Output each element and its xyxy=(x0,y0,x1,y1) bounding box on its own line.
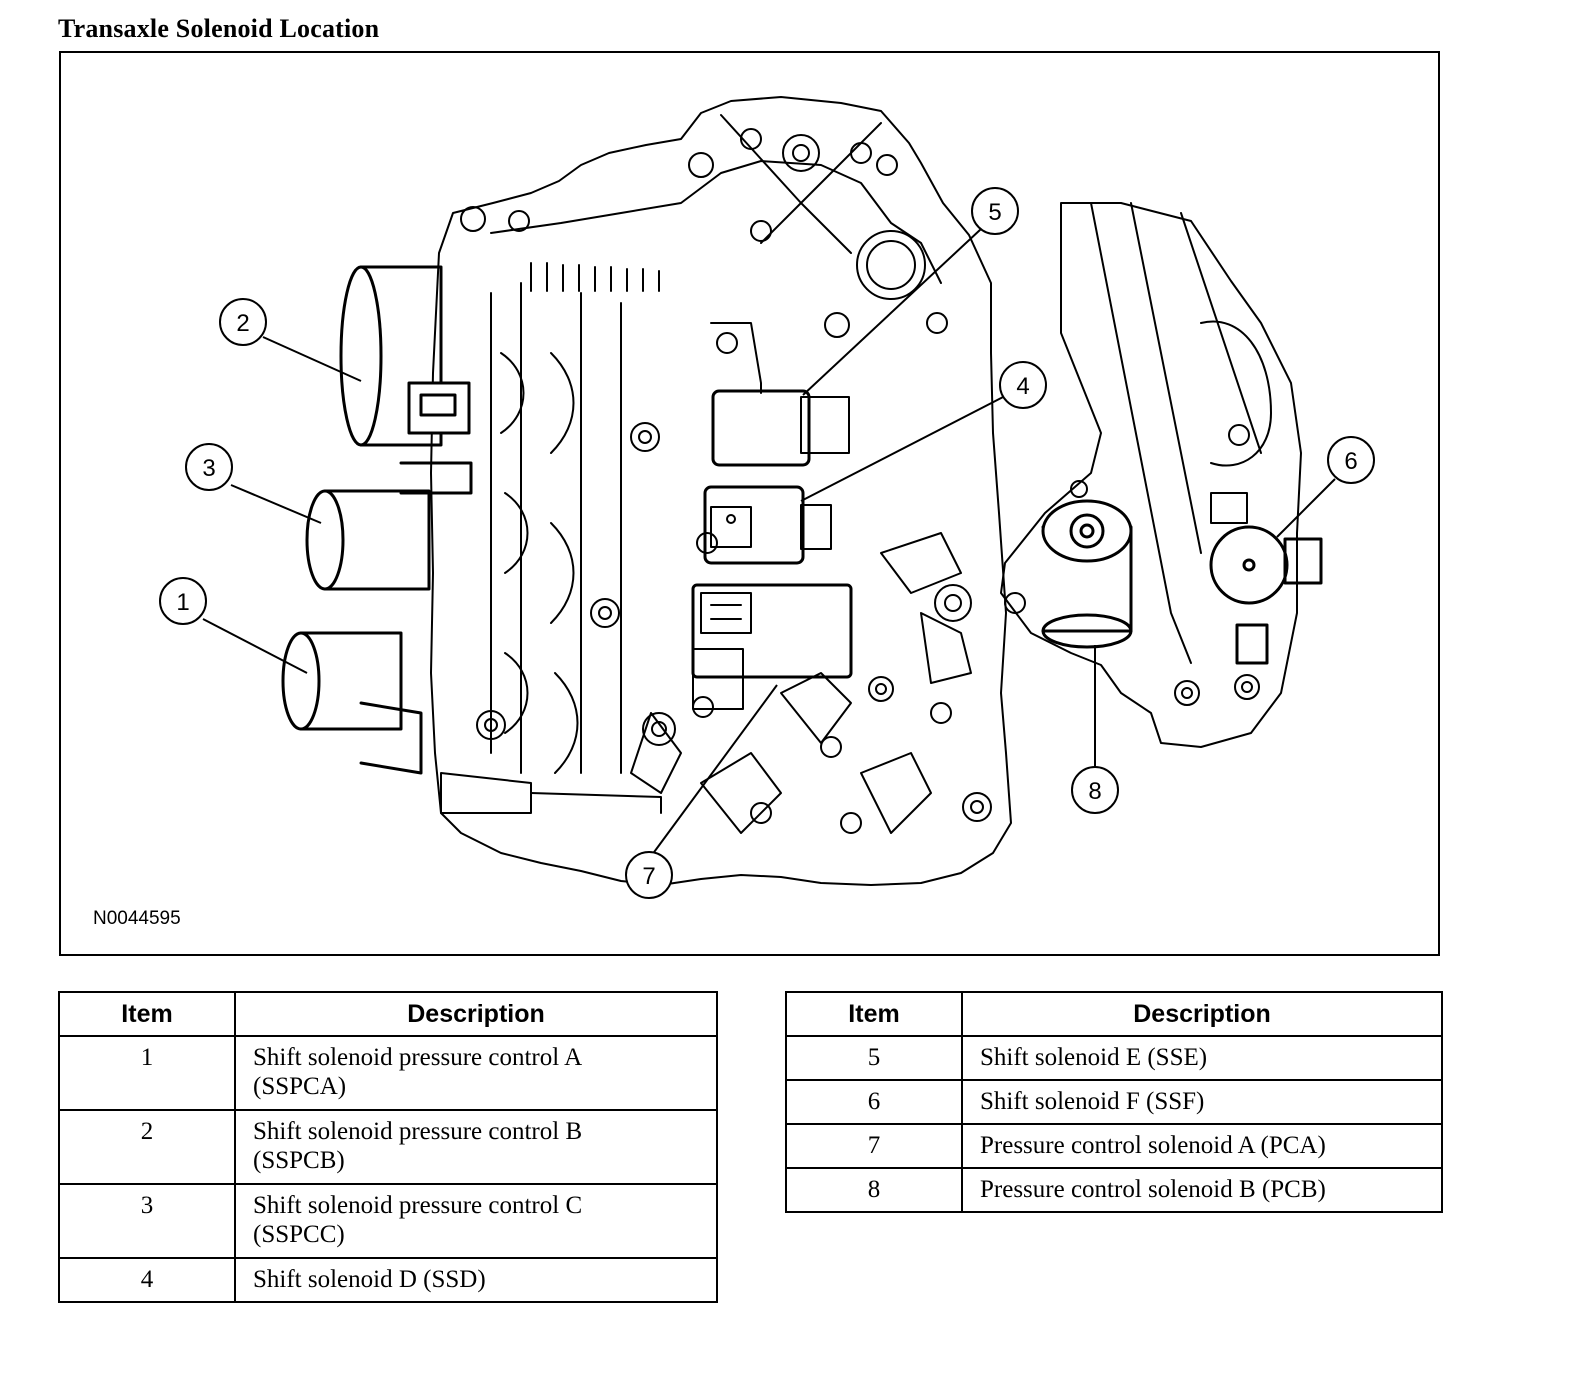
item-description: Shift solenoid E (SSE) xyxy=(961,1035,1443,1081)
solenoid-pca xyxy=(691,583,853,718)
callout-6: 6 xyxy=(1327,436,1375,484)
transaxle-valve-body-illustration: 2 3 1 5 4 6 7 xyxy=(159,96,1375,899)
callout-5: 5 xyxy=(971,187,1019,235)
item-description: Shift solenoid pressure control B (SSPCB… xyxy=(234,1109,718,1185)
svg-text:5: 5 xyxy=(988,199,1001,226)
leader-line-2 xyxy=(262,336,362,382)
callout-2: 2 xyxy=(219,298,267,346)
item-description: Shift solenoid F (SSF) xyxy=(961,1079,1443,1125)
page-title: Transaxle Solenoid Location xyxy=(58,14,380,43)
table-row: 8 Pressure control solenoid B (PCB) xyxy=(785,1167,1443,1213)
solenoid-sspcc xyxy=(305,461,473,591)
right-side-assembly xyxy=(1000,202,1302,748)
figure-id: N0044595 xyxy=(93,908,181,929)
solenoid-ssd xyxy=(696,485,832,565)
description-header: Description xyxy=(234,991,718,1037)
item-header: Item xyxy=(58,991,236,1037)
leader-line-4 xyxy=(800,394,1008,502)
table-row: 7 Pressure control solenoid A (PCA) xyxy=(785,1123,1443,1169)
table-header-row: Item Description xyxy=(58,991,718,1037)
callout-7: 7 xyxy=(625,851,673,899)
item-number: 8 xyxy=(785,1167,963,1213)
item-header: Item xyxy=(785,991,963,1037)
solenoid-pcb xyxy=(1041,499,1133,649)
item-number: 2 xyxy=(58,1109,236,1185)
description-line: (SSPCA) xyxy=(253,1073,347,1100)
leader-line-6 xyxy=(1276,478,1336,538)
callout-8: 8 xyxy=(1071,766,1119,814)
item-description: Shift solenoid D (SSD) xyxy=(234,1257,718,1303)
callout-3: 3 xyxy=(185,443,233,491)
table-row: 4 Shift solenoid D (SSD) xyxy=(58,1257,718,1303)
description-line: Shift solenoid D (SSD) xyxy=(253,1266,486,1293)
leader-line-5 xyxy=(802,228,982,396)
item-description: Pressure control solenoid B (PCB) xyxy=(961,1167,1443,1213)
item-number: 1 xyxy=(58,1035,236,1111)
table-row: 2 Shift solenoid pressure control B (SSP… xyxy=(58,1109,718,1185)
item-description: Pressure control solenoid A (PCA) xyxy=(961,1123,1443,1169)
item-number: 3 xyxy=(58,1183,236,1259)
callout-1: 1 xyxy=(159,577,207,625)
svg-text:6: 6 xyxy=(1344,448,1357,475)
svg-text:4: 4 xyxy=(1016,373,1029,400)
table-row: 1 Shift solenoid pressure control A (SSP… xyxy=(58,1035,718,1111)
solenoid-sspcb xyxy=(339,265,471,447)
item-number: 4 xyxy=(58,1257,236,1303)
description-line: Shift solenoid pressure control A xyxy=(253,1044,583,1071)
leader-line-3 xyxy=(230,484,322,524)
leader-line-1 xyxy=(202,618,308,674)
item-description: Shift solenoid pressure control A (SSPCA… xyxy=(234,1035,718,1111)
item-description: Shift solenoid pressure control C (SSPCC… xyxy=(234,1183,718,1259)
item-number: 6 xyxy=(785,1079,963,1125)
legend-table-right: Item Description 5 Shift solenoid E (SSE… xyxy=(785,991,1443,1213)
svg-text:1: 1 xyxy=(176,589,189,616)
callout-4: 4 xyxy=(999,361,1047,409)
svg-text:7: 7 xyxy=(642,863,655,890)
description-header: Description xyxy=(961,991,1443,1037)
leader-line-7 xyxy=(648,684,778,860)
description-line: Shift solenoid pressure control B xyxy=(253,1118,583,1145)
solenoid-sspca xyxy=(281,631,423,775)
solenoid-sse xyxy=(710,322,850,467)
svg-text:2: 2 xyxy=(236,310,249,337)
description-line: (SSPCB) xyxy=(253,1147,345,1174)
table-header-row: Item Description xyxy=(785,991,1443,1037)
table-row: 5 Shift solenoid E (SSE) xyxy=(785,1035,1443,1081)
table-row: 3 Shift solenoid pressure control C (SSP… xyxy=(58,1183,718,1259)
legend-table-left: Item Description 1 Shift solenoid pressu… xyxy=(58,991,718,1303)
description-line: Shift solenoid pressure control C xyxy=(253,1192,583,1219)
description-line: (SSPCC) xyxy=(253,1221,345,1248)
figure-frame: 2 3 1 5 4 6 7 xyxy=(59,51,1440,956)
valve-body-outline xyxy=(430,96,1012,886)
svg-text:8: 8 xyxy=(1088,778,1101,805)
svg-text:3: 3 xyxy=(202,455,215,482)
solenoid-ssf xyxy=(1209,525,1323,665)
item-number: 5 xyxy=(785,1035,963,1081)
table-row: 6 Shift solenoid F (SSF) xyxy=(785,1079,1443,1125)
item-number: 7 xyxy=(785,1123,963,1169)
